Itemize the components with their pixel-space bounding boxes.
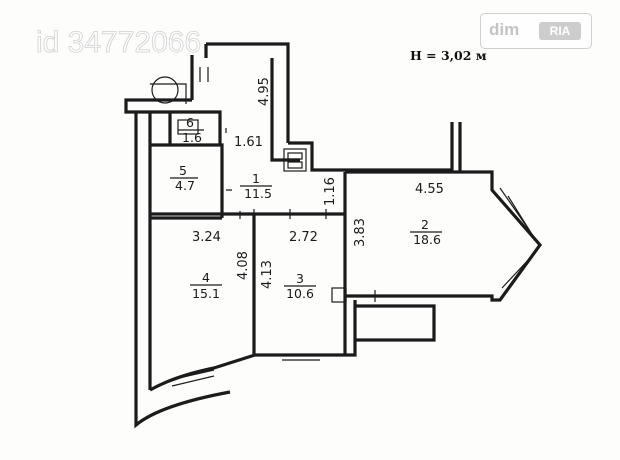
balcony <box>355 304 436 342</box>
room-2-bay-inner <box>450 122 462 172</box>
dim-room-3-height: 4.13 <box>260 260 275 289</box>
corridor-right-wall <box>270 58 452 172</box>
room-3-number: 3 <box>296 271 304 286</box>
dim-corridor-top-height: 4.95 <box>257 77 272 106</box>
room-6-number: 6 <box>186 115 194 130</box>
dim-room-2-height: 3.83 <box>353 218 368 247</box>
room-2-number: 2 <box>421 217 429 232</box>
bottom-window-frames <box>169 354 320 387</box>
vent-shaft-cell-top <box>287 152 303 160</box>
watermark-brand: dim <box>489 20 520 39</box>
bath-fixture <box>177 119 199 135</box>
room-5-number: 5 <box>179 163 187 178</box>
room-1-number: 1 <box>252 171 260 186</box>
listing-id-watermark: id 34772066 <box>36 26 201 59</box>
entrance-shaft <box>124 42 290 143</box>
column-outline <box>150 83 187 104</box>
ceiling-height-label: H = 3,02 м <box>410 48 487 63</box>
bay-window-frames <box>499 187 539 293</box>
room-2-area: 18.6 <box>413 232 441 247</box>
outer-wall-left <box>134 112 231 429</box>
watermark-badge: RIA <box>539 22 581 40</box>
column-box <box>331 287 347 303</box>
dim-room-2-width: 4.55 <box>415 182 444 197</box>
room-4-number: 4 <box>202 270 210 285</box>
dim-room-4-width: 3.24 <box>192 230 221 245</box>
room-4-area: 15.1 <box>192 286 220 301</box>
column-circle <box>151 76 179 104</box>
bottom-wall-curve <box>148 218 357 392</box>
room-5-area: 4.7 <box>175 178 195 193</box>
vent-shaft-cell-bottom <box>287 161 303 169</box>
room-1-area: 11.5 <box>244 186 272 201</box>
dim-corridor-width: 1.61 <box>234 135 263 150</box>
bathroom-walls <box>150 110 224 220</box>
vent-shaft-box <box>283 148 307 172</box>
dim-room-4-height: 4.08 <box>236 251 251 280</box>
door-marks <box>199 67 385 302</box>
dim-corridor-side: 1.16 <box>323 177 338 206</box>
room-3-area: 10.6 <box>286 286 314 301</box>
room-6-area: 1.6 <box>182 130 202 145</box>
dim-room-3-width: 2.72 <box>289 230 318 245</box>
dim-ria-watermark: dim RIA <box>480 13 592 49</box>
